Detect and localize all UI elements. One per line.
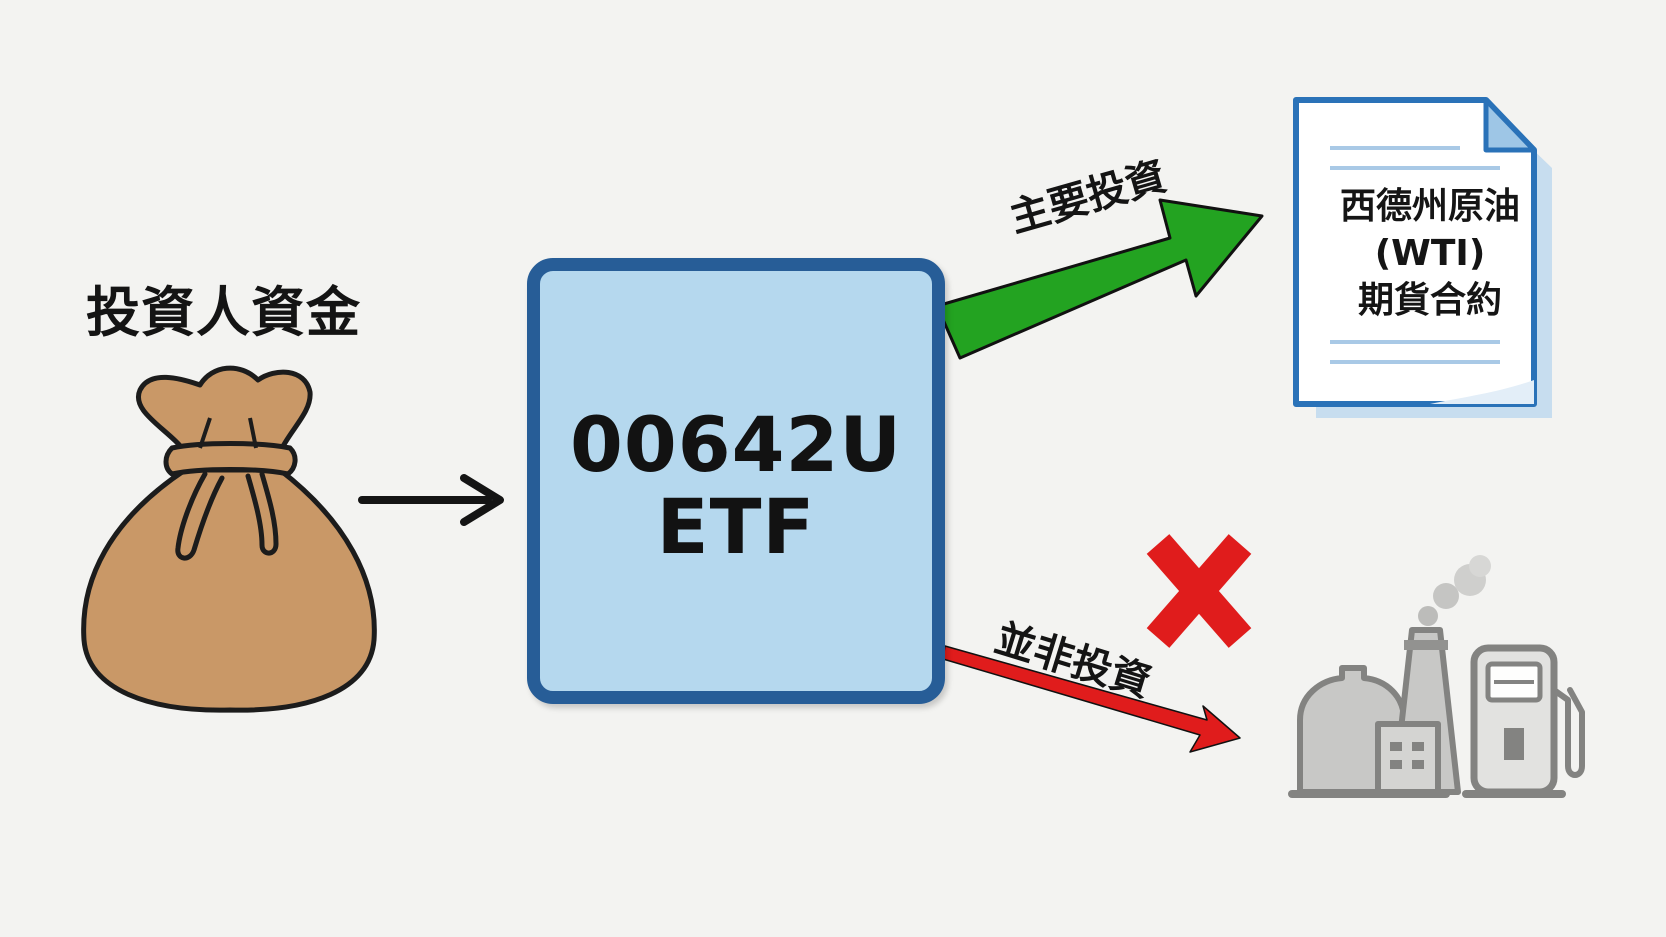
wti-futures-text: 西德州原油 (WTI) 期貨合約 bbox=[1302, 183, 1558, 324]
etf-type: ETF bbox=[656, 482, 816, 571]
etf-box: 00642U ETF bbox=[527, 258, 945, 704]
document-icon bbox=[1293, 97, 1552, 418]
main-investment-arrow bbox=[935, 198, 1264, 360]
not-investment-arrow bbox=[942, 645, 1241, 753]
cross-icon bbox=[1146, 534, 1252, 648]
etf-code: 00642U bbox=[569, 400, 903, 489]
flow-arrow-investor-to-etf bbox=[358, 474, 504, 526]
wti-line-1: 西德州原油 bbox=[1339, 186, 1520, 227]
oil-refinery-gas-pump-icon bbox=[1288, 555, 1585, 798]
money-bag-icon bbox=[81, 365, 377, 713]
wti-line-2: (WTI) bbox=[1374, 233, 1486, 274]
investor-funds-label: 投資人資金 bbox=[86, 281, 361, 344]
wti-line-3: 期貨合約 bbox=[1357, 280, 1502, 321]
